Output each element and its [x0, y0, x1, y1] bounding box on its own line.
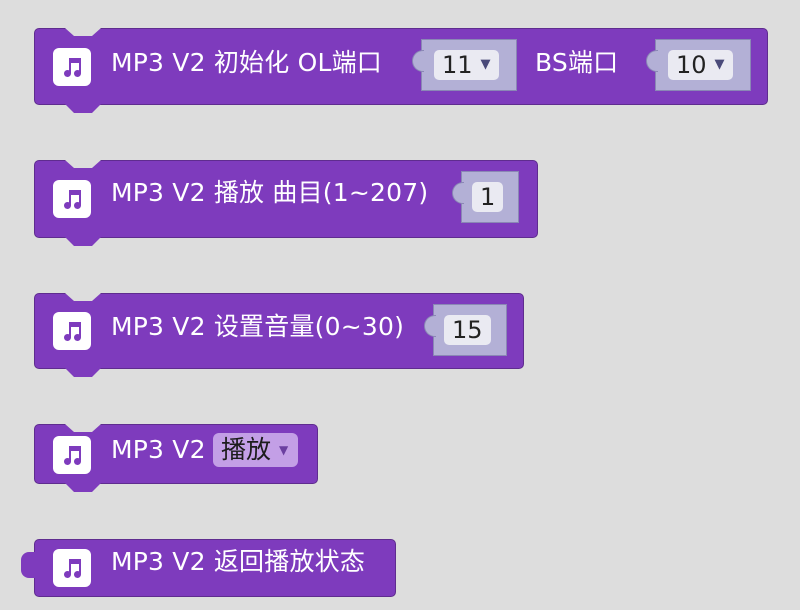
music-note-icon [53, 436, 91, 474]
ol-port-value: 11 [442, 51, 473, 79]
music-note-icon [53, 312, 91, 350]
mp3-play-status-block[interactable]: MP3 V2 返回播放状态 [21, 539, 396, 597]
set-volume-label: MP3 V2 设置音量(0~30) [111, 312, 405, 341]
play-status-label: MP3 V2 返回播放状态 [111, 547, 366, 576]
mp3-play-mode-block[interactable]: MP3 V2 播放 ▼ [34, 424, 318, 492]
music-note-icon [53, 48, 91, 86]
volume-value: 15 [452, 316, 483, 344]
volume-socket[interactable]: 15 [424, 304, 507, 356]
triangle-down-icon: ▼ [279, 443, 289, 457]
play-mode-label: MP3 V2 [111, 435, 206, 464]
play-mode-selected: 播放 [221, 435, 272, 464]
play-track-label: MP3 V2 播放 曲目(1~207) [111, 178, 429, 207]
play-mode-dropdown[interactable]: 播放 ▼ [213, 433, 299, 467]
music-note-icon [53, 549, 91, 587]
init-block-label: MP3 V2 初始化 OL端口 [111, 48, 383, 77]
track-number-value: 1 [480, 183, 496, 211]
ol-port-dropdown[interactable]: 11 ▼ [434, 50, 499, 80]
volume-input[interactable]: 15 [444, 315, 491, 345]
music-note-icon [53, 180, 91, 218]
track-number-input[interactable]: 1 [472, 182, 504, 212]
track-number-socket[interactable]: 1 [452, 171, 519, 223]
triangle-down-icon: ▼ [714, 57, 725, 72]
bs-port-dropdown[interactable]: 10 ▼ [668, 50, 733, 80]
mp3-set-volume-block[interactable]: MP3 V2 设置音量(0~30) 15 [34, 293, 524, 377]
mp3-init-block[interactable]: MP3 V2 初始化 OL端口 11 ▼ BS端口 10 ▼ [34, 28, 768, 113]
bs-port-label: BS端口 [535, 48, 619, 77]
triangle-down-icon: ▼ [480, 57, 491, 72]
mp3-play-track-block[interactable]: MP3 V2 播放 曲目(1~207) 1 [34, 160, 538, 246]
ol-port-socket[interactable]: 11 ▼ [412, 39, 517, 91]
bs-port-value: 10 [676, 51, 707, 79]
bs-port-socket[interactable]: 10 ▼ [646, 39, 751, 91]
